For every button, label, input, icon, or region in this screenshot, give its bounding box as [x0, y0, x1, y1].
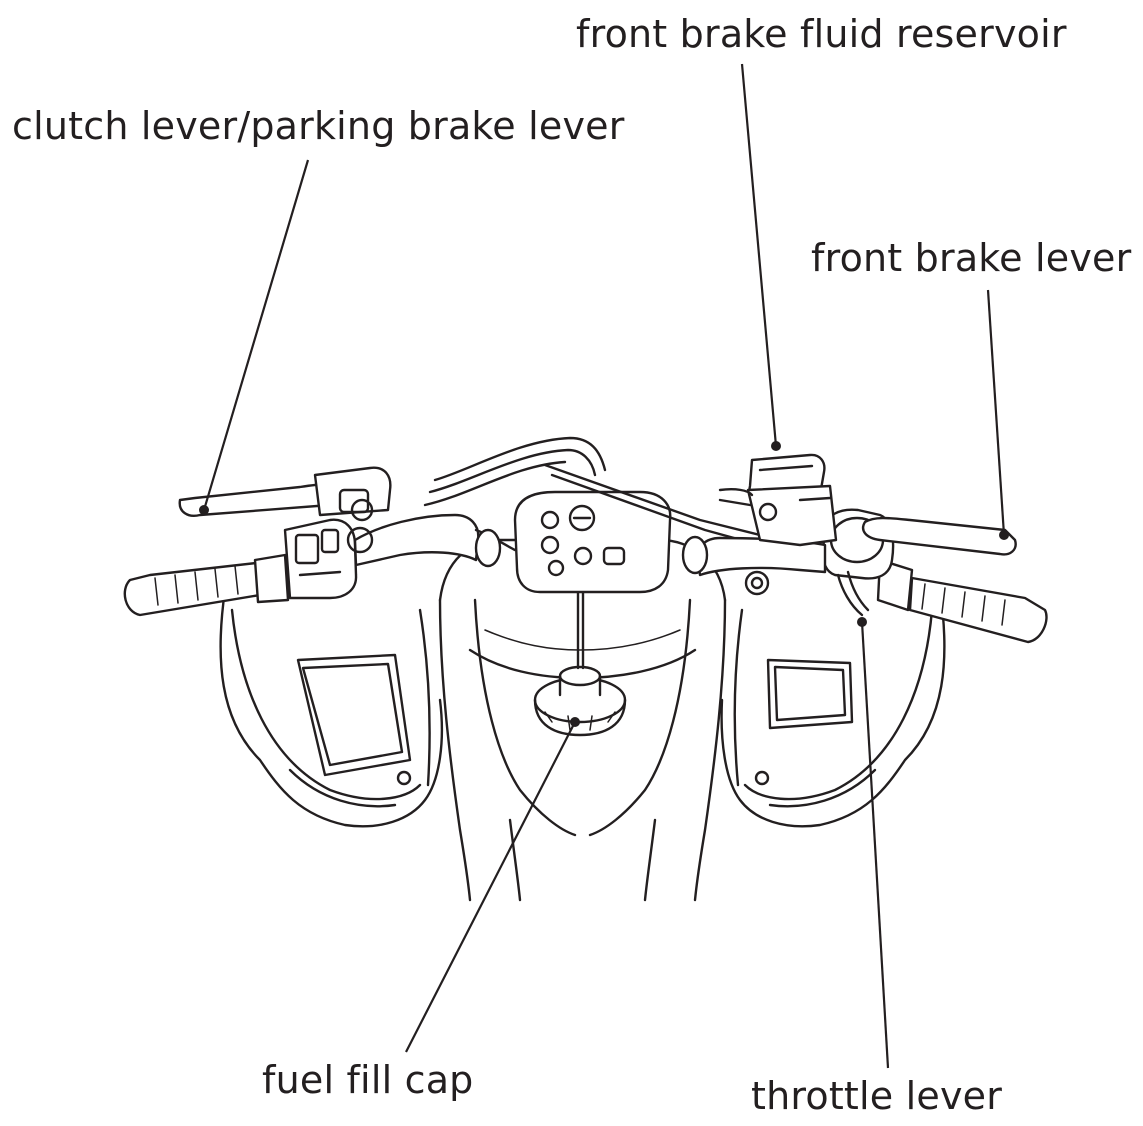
- label-front-brake-fluid-reservoir: front brake fluid reservoir: [576, 12, 1067, 56]
- leader-front-brake-lever: [986, 289, 1006, 536]
- atv-body-illustration: [123, 436, 1048, 902]
- leader-fuel-fill-cap-dot: [570, 717, 580, 727]
- label-fuel-fill-cap: fuel fill cap: [262, 1058, 474, 1102]
- leader-lines: [199, 63, 1009, 1069]
- leader-throttle-lever-dot: [857, 617, 867, 627]
- leader-throttle-lever: [860, 621, 890, 1069]
- leader-clutch-lever-dot: [199, 505, 209, 515]
- leader-front-brake-lever-dot: [999, 530, 1009, 540]
- label-throttle-lever: throttle lever: [751, 1074, 1003, 1118]
- leader-fluid-reservoir: [740, 63, 778, 447]
- leader-fuel-fill-cap: [405, 721, 576, 1053]
- leader-clutch-lever: [202, 159, 310, 511]
- label-clutch-lever: clutch lever/parking brake lever: [12, 104, 625, 148]
- label-front-brake-lever: front brake lever: [811, 236, 1132, 280]
- leader-fluid-reservoir-dot: [771, 441, 781, 451]
